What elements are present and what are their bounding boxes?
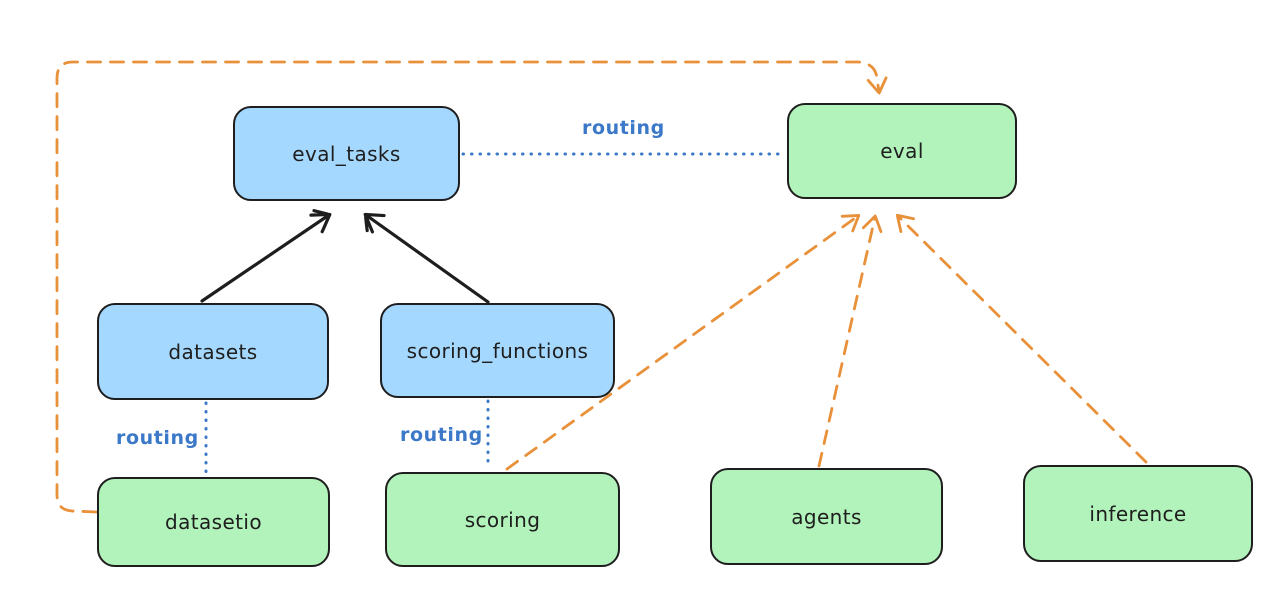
node-eval-tasks[interactable]: eval_tasks bbox=[233, 106, 460, 201]
node-scoring-functions[interactable]: scoring_functions bbox=[380, 303, 615, 398]
edge-agents-to-eval bbox=[817, 214, 883, 468]
node-scoring-label: scoring bbox=[464, 507, 541, 532]
edge-label-routing-eval: routing bbox=[582, 117, 665, 139]
edge-datasetio-to-eval bbox=[55, 60, 888, 514]
node-datasets-label: datasets bbox=[168, 339, 258, 364]
edge-datasets-to-eval-tasks bbox=[200, 209, 332, 303]
node-eval-label: eval bbox=[880, 139, 924, 163]
node-eval[interactable]: eval bbox=[787, 103, 1017, 199]
node-inference-label: inference bbox=[1089, 501, 1187, 526]
node-inference[interactable]: inference bbox=[1023, 465, 1253, 562]
edge-label-routing-scoring: routing bbox=[400, 424, 483, 446]
node-datasetio-label: datasetio bbox=[164, 510, 262, 534]
node-datasets[interactable]: datasets bbox=[97, 303, 329, 400]
edge-label-routing-datasetio: routing bbox=[116, 427, 199, 449]
node-agents[interactable]: agents bbox=[710, 468, 943, 565]
edge-scoring-to-eval bbox=[505, 214, 861, 471]
node-scoring[interactable]: scoring bbox=[385, 472, 620, 567]
edge-inference-to-eval bbox=[895, 213, 1148, 464]
node-scoring-functions-label: scoring_functions bbox=[406, 338, 589, 363]
node-eval-tasks-label: eval_tasks bbox=[292, 141, 401, 166]
node-agents-label: agents bbox=[791, 504, 862, 529]
edge-scoring-functions-to-eval-tasks bbox=[363, 212, 490, 304]
node-datasetio[interactable]: datasetio bbox=[97, 477, 330, 567]
